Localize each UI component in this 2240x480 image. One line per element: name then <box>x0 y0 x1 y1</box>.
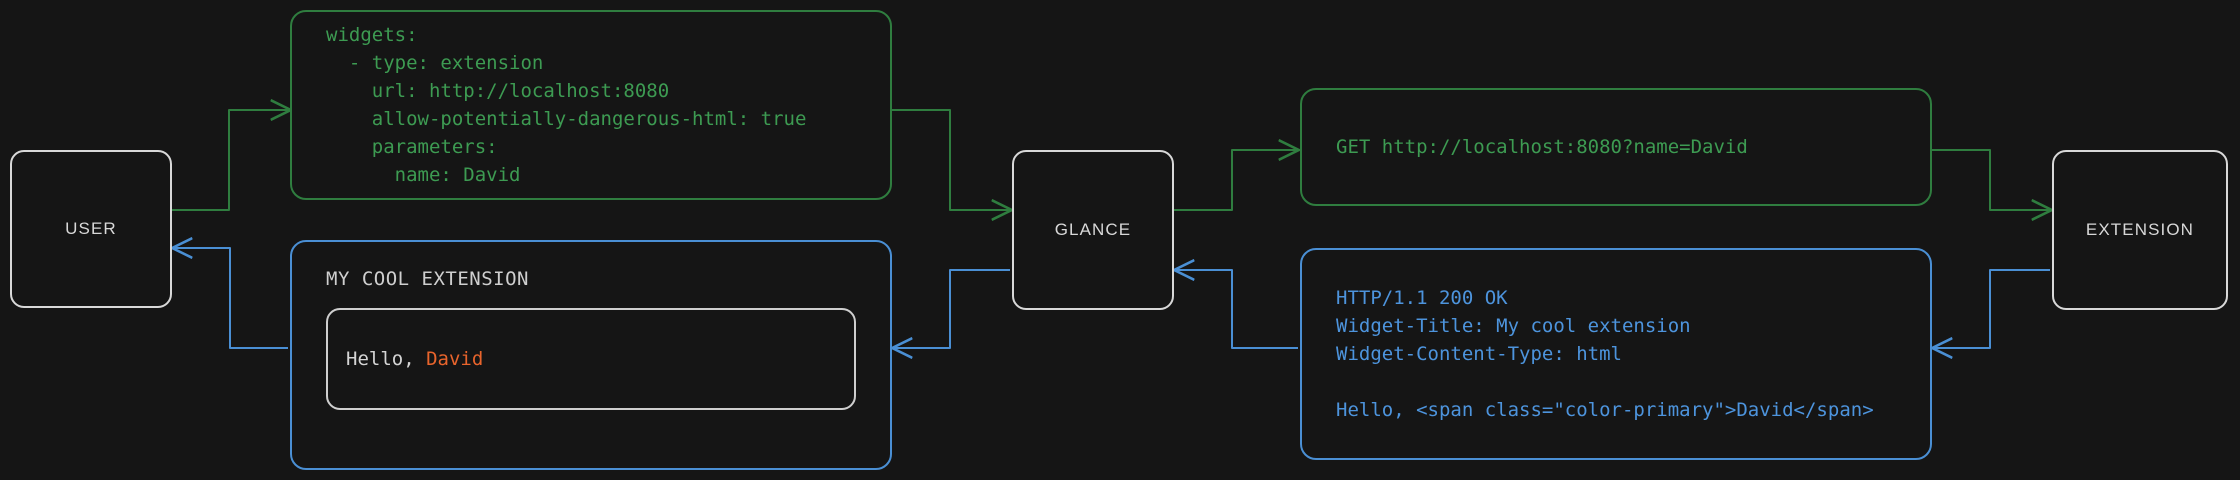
config-yaml-text: widgets: - type: extension url: http://l… <box>326 24 807 186</box>
edge-glance-to-widget <box>894 269 1010 348</box>
edge-widget-to-user <box>174 248 288 349</box>
panel-http-request: GET http://localhost:8080?name=David <box>1300 88 1932 206</box>
panel-rendered-widget: MY COOL EXTENSION Hello, David <box>290 240 892 470</box>
edge-request-to-extension <box>1932 149 2050 210</box>
panel-config: widgets: - type: extension url: http://l… <box>290 10 892 200</box>
rendered-widget-greeting: Hello, <box>346 348 427 370</box>
node-user[interactable]: USER <box>10 150 172 308</box>
edge-user-to-config <box>172 110 289 211</box>
node-glance[interactable]: GLANCE <box>1012 150 1174 310</box>
node-user-label: USER <box>65 219 117 238</box>
http-response-text: HTTP/1.1 200 OK Widget-Title: My cool ex… <box>1336 287 1874 421</box>
rendered-widget-body: Hello, David <box>326 308 856 410</box>
node-extension[interactable]: EXTENSION <box>2052 150 2228 310</box>
edge-glance-to-request <box>1174 150 1297 211</box>
node-glance-label: GLANCE <box>1054 220 1132 239</box>
edge-extension-to-response <box>1934 269 2050 348</box>
rendered-widget-name: David <box>426 348 484 370</box>
node-extension-label: EXTENSION <box>2085 220 2195 239</box>
http-request-text: GET http://localhost:8080?name=David <box>1336 136 1748 158</box>
edge-response-to-glance <box>1176 270 1298 349</box>
rendered-widget-title: MY COOL EXTENSION <box>326 268 529 290</box>
panel-http-response: HTTP/1.1 200 OK Widget-Title: My cool ex… <box>1300 248 1932 460</box>
edge-config-to-glance <box>892 109 1010 210</box>
